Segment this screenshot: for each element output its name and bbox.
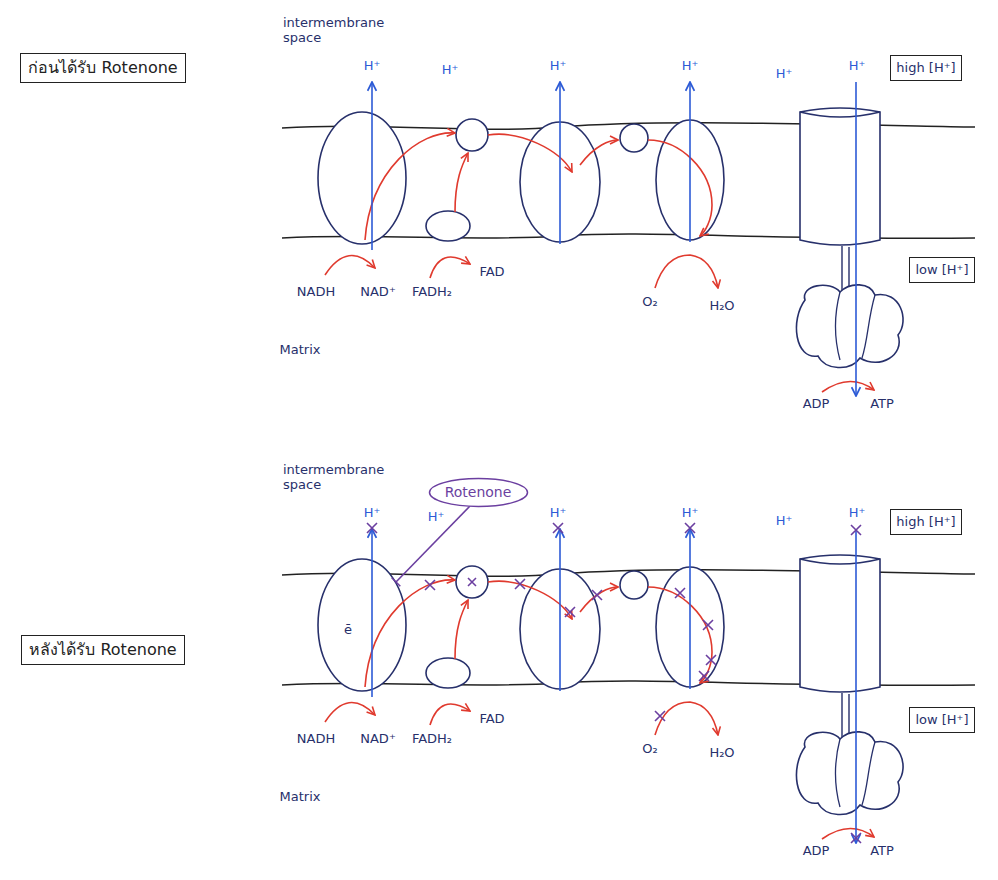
node-text: high [H⁺] <box>896 514 955 530</box>
molecule-label: NAD⁺ <box>360 285 396 300</box>
proton-label: H⁺ <box>682 506 699 521</box>
molecule-label: H₂O <box>709 299 734 314</box>
region-label: Matrix <box>280 343 321 358</box>
region-label: intermembrane space <box>283 463 403 493</box>
panel-after <box>282 529 975 843</box>
node-text: ก่อนได้รับ Rotenone <box>28 58 177 77</box>
molecule-label: FADH₂ <box>412 732 452 747</box>
molecule-label: O₂ <box>642 295 657 310</box>
node-outline-shape <box>429 478 527 506</box>
molecule-label: FAD <box>479 712 504 727</box>
panel-title-box: ก่อนได้รับ Rotenone <box>20 53 186 83</box>
proton-label: H⁺ <box>550 59 567 74</box>
molecule-label: NADH <box>297 732 335 747</box>
molecule-label: FAD <box>479 265 504 280</box>
proton-label: H⁺ <box>849 59 866 74</box>
proton-label: H⁺ <box>776 514 793 529</box>
molecule-label: NADH <box>297 285 335 300</box>
molecule-label: ADP <box>803 844 830 859</box>
node-text: low [H⁺] <box>915 262 968 278</box>
region-label: Matrix <box>280 790 321 805</box>
proton-label: H⁺ <box>442 63 459 78</box>
molecule-label: ATP <box>870 397 894 412</box>
concentration-box: low [H⁺] <box>909 257 975 283</box>
panel-title-box: หลังได้รับ Rotenone <box>21 635 185 665</box>
node-text: high [H⁺] <box>896 60 955 76</box>
node-text: Rotenone <box>445 484 512 501</box>
proton-label: H⁺ <box>428 510 445 525</box>
proton-label: H⁺ <box>849 506 866 521</box>
node-text: low [H⁺] <box>915 712 968 728</box>
proton-label: H⁺ <box>364 506 381 521</box>
panel-before <box>282 82 975 396</box>
molecule-label: O₂ <box>642 742 657 757</box>
concentration-box: high [H⁺] <box>890 509 962 535</box>
molecule-label: ADP <box>803 397 830 412</box>
proton-label: H⁺ <box>550 506 567 521</box>
inhibition-marks <box>367 506 861 843</box>
proton-label: H⁺ <box>364 59 381 74</box>
molecule-label: ATP <box>870 844 894 859</box>
proton-label: H⁺ <box>682 59 699 74</box>
concentration-box: low [H⁺] <box>909 707 975 733</box>
electron-label: ē <box>344 623 352 638</box>
node-text: หลังได้รับ Rotenone <box>29 640 176 659</box>
inhibition-bar <box>392 578 401 586</box>
molecule-label: H₂O <box>709 746 734 761</box>
block-cross <box>367 523 861 843</box>
inhibitor-ellipse: Rotenone <box>428 477 529 508</box>
concentration-box: high [H⁺] <box>890 55 962 81</box>
rotenone-leader <box>396 506 470 582</box>
molecule-label: FADH₂ <box>412 285 452 300</box>
molecule-label: NAD⁺ <box>360 732 396 747</box>
proton-label: H⁺ <box>776 67 793 82</box>
region-label: intermembrane space <box>283 16 403 46</box>
